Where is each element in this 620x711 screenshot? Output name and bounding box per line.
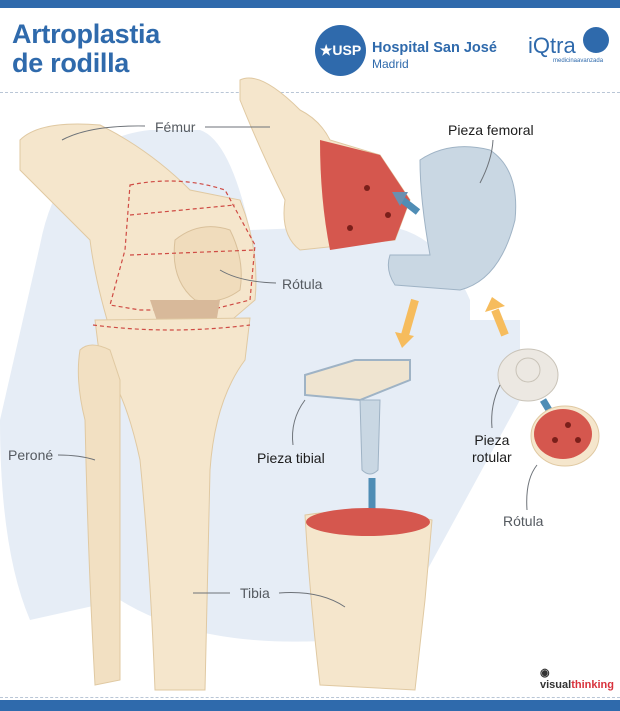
title-line-2: de rodilla	[12, 48, 130, 78]
cut-lines-femur	[109, 180, 256, 311]
label-femur: Fémur	[155, 119, 196, 135]
footer-divider	[0, 697, 620, 698]
label-rotula-knee: Rótula	[282, 276, 323, 292]
bottom-banner-bar	[0, 700, 620, 711]
label-pieza-tibial: Pieza tibial	[257, 450, 325, 466]
patellar-implant	[497, 348, 559, 402]
femur-cut-surface	[320, 140, 410, 250]
label-rotula-detail: Rótula	[503, 513, 544, 529]
label-tibia: Tibia	[240, 585, 270, 601]
cut-tibia-bone	[304, 510, 433, 691]
hospital-city: Madrid	[372, 57, 409, 71]
label-pieza-rotular: Pieza rotular	[472, 432, 512, 465]
header-divider	[0, 92, 620, 93]
femoral-implant	[387, 146, 517, 291]
tibia-cut-surface	[306, 508, 430, 536]
tibia-bone	[94, 317, 251, 691]
top-banner-bar	[0, 0, 620, 8]
label-perone: Peroné	[8, 447, 54, 463]
iqtra-logo: iQtra	[528, 33, 576, 58]
usp-logo: ★USP	[315, 25, 366, 76]
orange-arrow-down-icon	[395, 332, 414, 348]
iqtra-tagline: medicinaavanzada	[553, 58, 604, 64]
tibial-tray	[304, 359, 411, 402]
visual-thinking-credit: ◉ visualthinking	[540, 667, 614, 691]
leader-lines	[57, 125, 538, 608]
orange-arrow-up-icon	[485, 297, 505, 312]
label-pieza-femoral: Pieza femoral	[448, 122, 534, 138]
patella-knee	[173, 226, 242, 302]
iqtra-cross-icon	[583, 27, 609, 53]
tibial-stem	[359, 399, 381, 475]
hospital-name: Hospital San José	[372, 40, 497, 56]
fibula-bone	[77, 344, 121, 686]
title-line-1: Artroplastia	[12, 19, 160, 49]
page-title: Artroplastia de rodilla	[12, 20, 160, 78]
cut-line-tibia	[92, 324, 251, 331]
